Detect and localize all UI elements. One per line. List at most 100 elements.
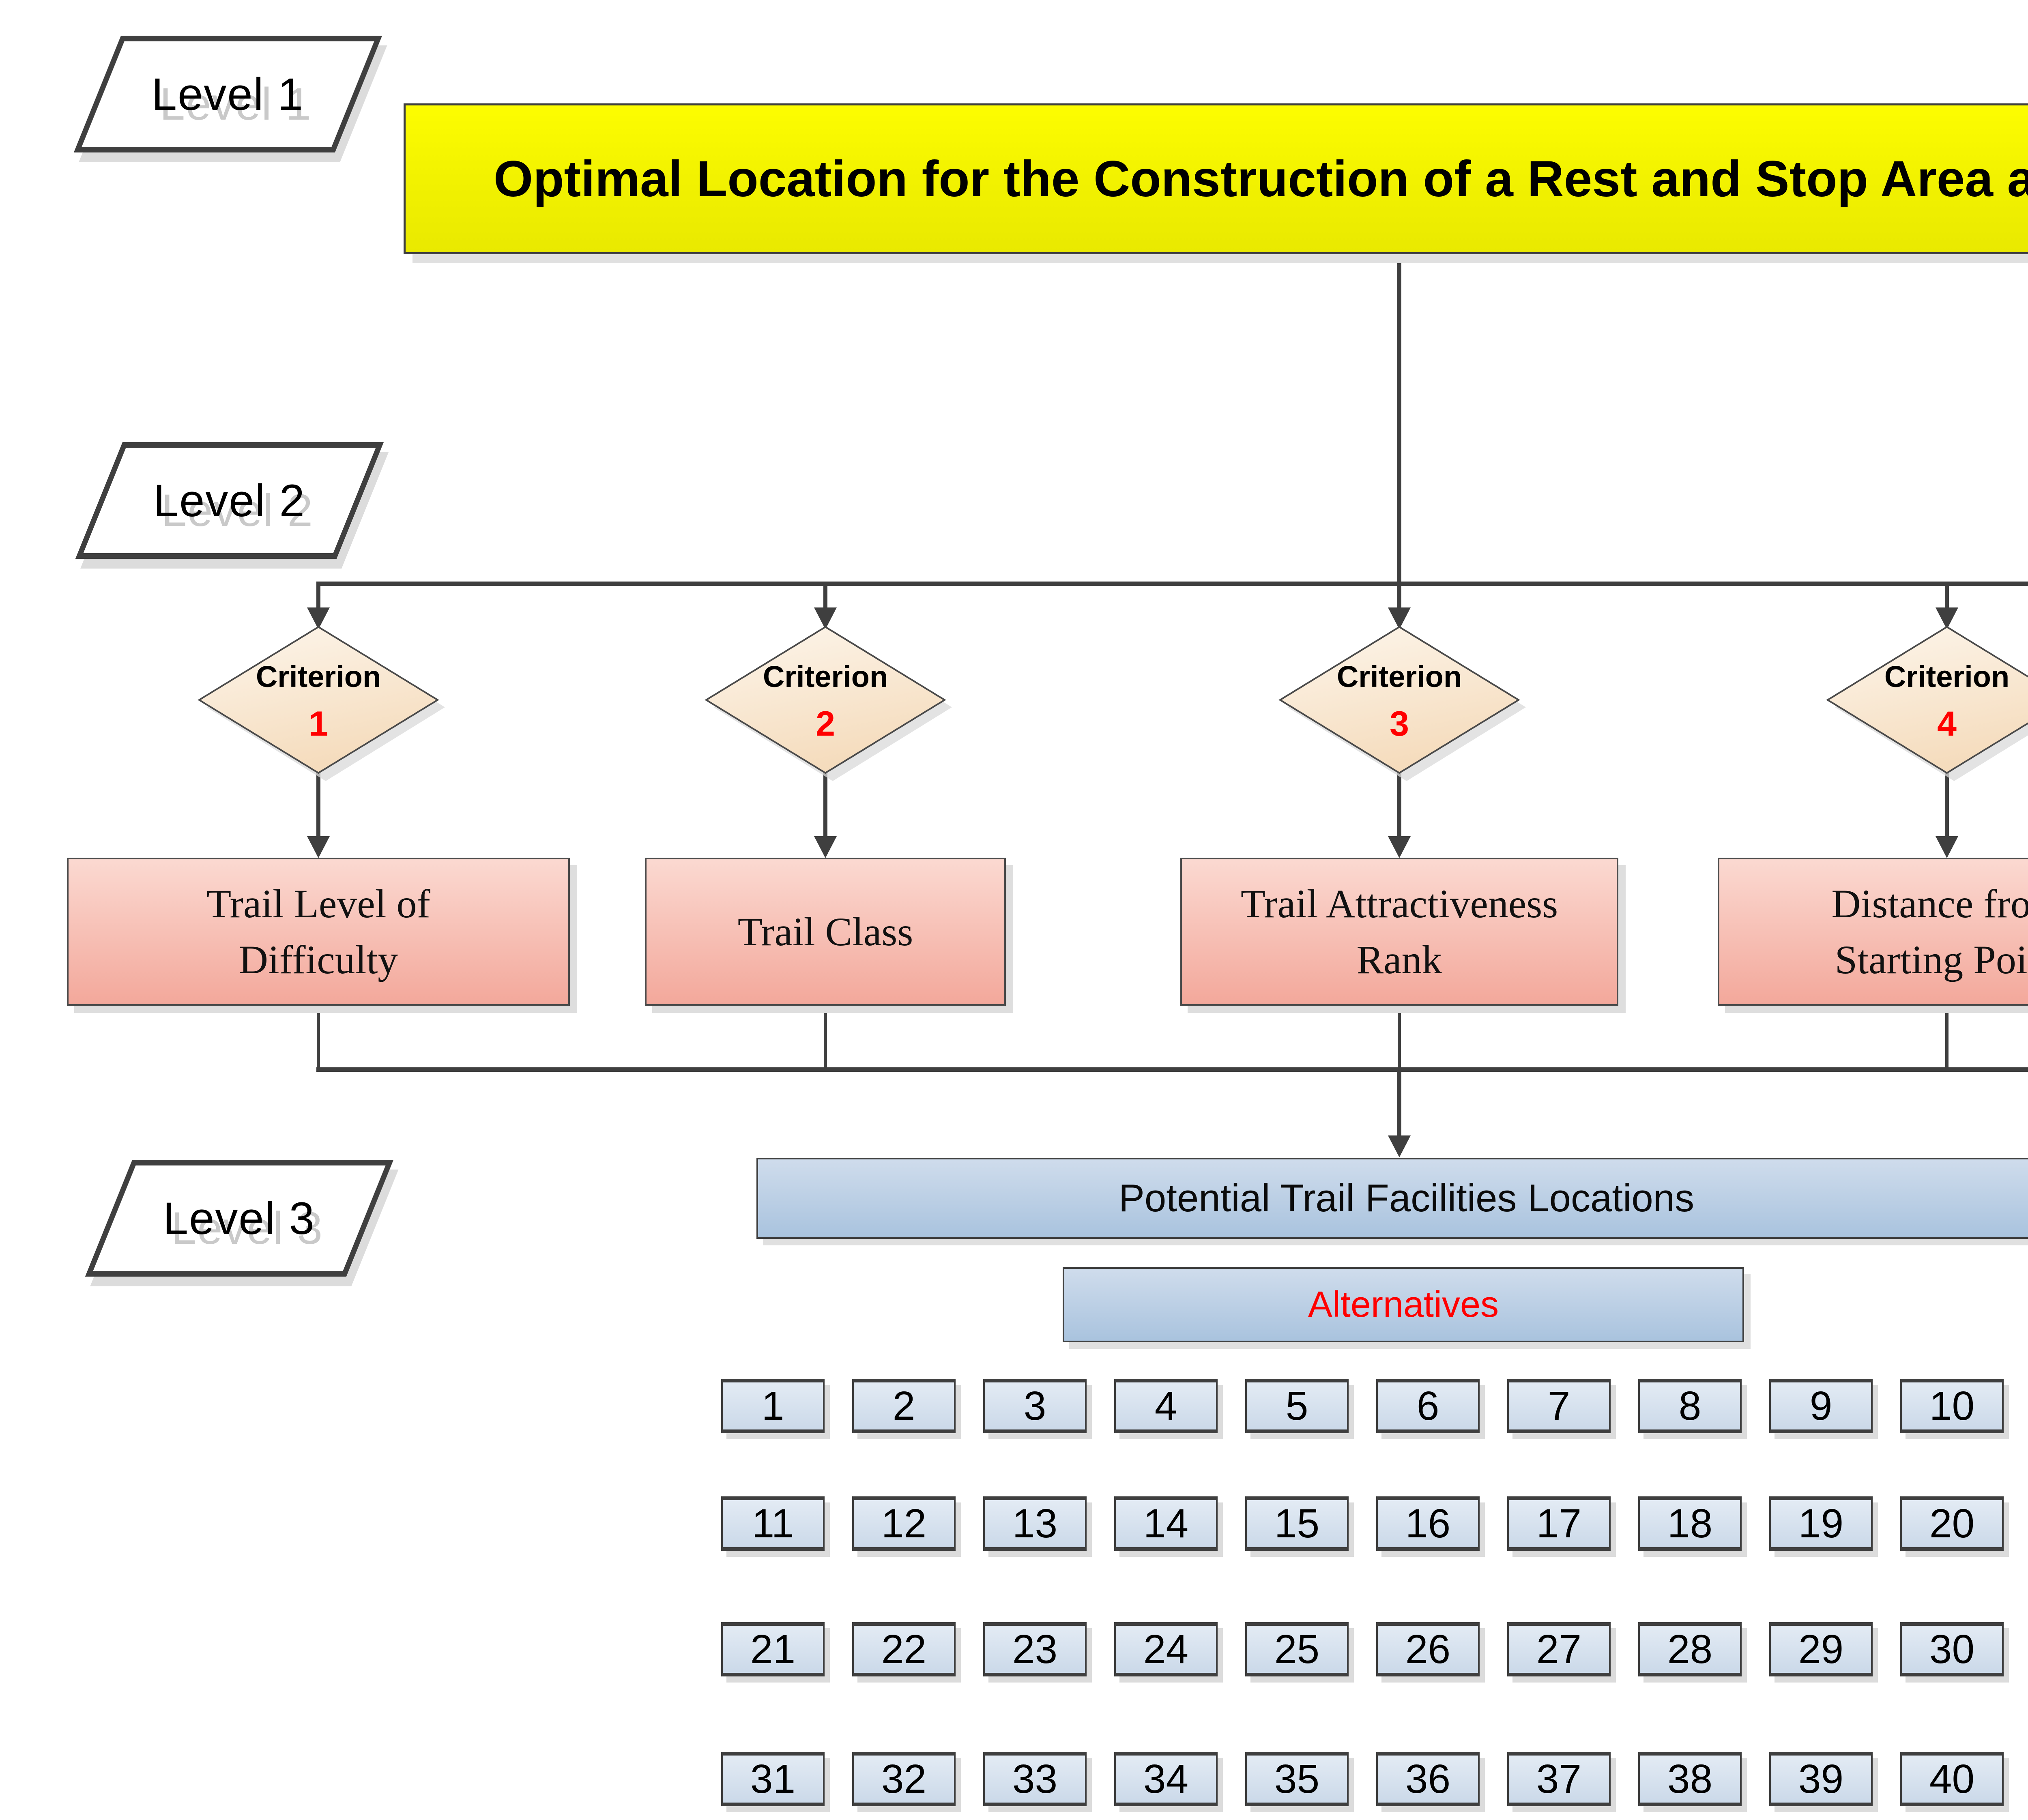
criterion-2-box-text: Trail Class bbox=[737, 909, 913, 954]
box-to-collector-stub-4 bbox=[1945, 1005, 1949, 1070]
diamond-to-box-stub-2 bbox=[823, 771, 827, 839]
alternative-box: 22 bbox=[852, 1622, 956, 1676]
alternative-box: 27 bbox=[1507, 1622, 1611, 1676]
criterion-1-box: Trail Level of Difficulty bbox=[67, 858, 570, 1006]
alternative-box: 20 bbox=[1900, 1496, 2004, 1551]
alternative-box: 34 bbox=[1114, 1752, 1218, 1806]
goal-drop-line bbox=[1397, 248, 1401, 584]
alternative-box: 32 bbox=[852, 1752, 956, 1806]
diamond-to-box-stub-3 bbox=[1397, 771, 1401, 839]
alternative-box: 18 bbox=[1638, 1496, 1742, 1551]
criterion-number: 2 bbox=[816, 704, 835, 743]
criterion-label: Criterion bbox=[1336, 660, 1462, 693]
box-to-collector-stub-2 bbox=[824, 1005, 827, 1070]
alternative-box: 13 bbox=[983, 1496, 1087, 1551]
alternative-box: 26 bbox=[1376, 1622, 1480, 1676]
locations-label: Potential Trail Facilities Locations bbox=[1118, 1176, 1695, 1220]
arrowhead-to-box-2 bbox=[814, 836, 837, 858]
criterion-2-diamond-shape bbox=[705, 626, 952, 781]
branch-stub-3 bbox=[1397, 584, 1401, 610]
criterion-1-box-text: Trail Level of Difficulty bbox=[206, 881, 430, 982]
branch-stub-2 bbox=[823, 584, 827, 610]
criteria-branch-line bbox=[316, 582, 2028, 586]
criterion-number: 1 bbox=[309, 704, 328, 743]
alternative-box: 14 bbox=[1114, 1496, 1218, 1551]
alternative-box: 5 bbox=[1245, 1379, 1349, 1433]
criterion-4-diamond: Criterion 4 bbox=[1825, 625, 2028, 781]
criterion-2-diamond: Criterion 2 bbox=[704, 625, 952, 781]
diamond-to-box-stub-1 bbox=[316, 771, 320, 839]
alternative-box: 38 bbox=[1638, 1752, 1742, 1806]
criterion-label: Criterion bbox=[1884, 660, 2010, 693]
criterion-4-box-text: Distance from Starting Point bbox=[1831, 881, 2028, 982]
level-3-label: Level 3 bbox=[163, 1193, 316, 1244]
criterion-2-box: Trail Class bbox=[645, 858, 1006, 1006]
diamond-face bbox=[1278, 626, 1520, 774]
diamond-to-box-stub-4 bbox=[1945, 771, 1949, 839]
criterion-3-diamond-shape bbox=[1278, 626, 1526, 781]
arrowhead-to-criterion-3 bbox=[1388, 607, 1411, 629]
alternative-box: 19 bbox=[1769, 1496, 1873, 1551]
alternative-box: 1 bbox=[721, 1379, 825, 1433]
alternative-box: 30 bbox=[1900, 1622, 2004, 1676]
criterion-1-diamond-shape bbox=[198, 626, 445, 781]
alternative-box: 11 bbox=[721, 1496, 825, 1551]
alternatives-box: Alternatives bbox=[1063, 1267, 1744, 1342]
level-1-tag: Level 1 bbox=[73, 36, 382, 152]
collector-drop-line bbox=[1397, 1070, 1401, 1138]
arrowhead-to-box-1 bbox=[307, 836, 330, 858]
box-to-collector-stub-3 bbox=[1398, 1005, 1401, 1070]
arrowhead-to-criterion-2 bbox=[814, 607, 837, 629]
criterion-number: 4 bbox=[1937, 704, 1957, 743]
criterion-label: Criterion bbox=[763, 660, 888, 693]
arrowhead-to-locations bbox=[1388, 1135, 1411, 1157]
alternative-box: 21 bbox=[721, 1622, 825, 1676]
arrowhead-to-criterion-4 bbox=[1936, 607, 1958, 629]
goal-title: Optimal Location for the Construction of… bbox=[493, 150, 2028, 207]
alternative-box: 7 bbox=[1507, 1379, 1611, 1433]
alternative-box: 39 bbox=[1769, 1752, 1873, 1806]
criterion-4-diamond-shape bbox=[1826, 626, 2028, 781]
criterion-number: 3 bbox=[1390, 704, 1409, 743]
criterion-label: Criterion bbox=[256, 660, 381, 693]
alternative-box: 31 bbox=[721, 1752, 825, 1806]
alternative-box: 36 bbox=[1376, 1752, 1480, 1806]
alternative-box: 6 bbox=[1376, 1379, 1480, 1433]
alternative-box: 17 bbox=[1507, 1496, 1611, 1551]
alternative-box: 16 bbox=[1376, 1496, 1480, 1551]
alternative-box: 33 bbox=[983, 1752, 1087, 1806]
branch-stub-4 bbox=[1945, 584, 1949, 610]
alternative-box: 23 bbox=[983, 1622, 1087, 1676]
alternative-box: 4 bbox=[1114, 1379, 1218, 1433]
arrowhead-to-criterion-1 bbox=[307, 607, 330, 629]
alternative-box: 25 bbox=[1245, 1622, 1349, 1676]
alternative-box: 35 bbox=[1245, 1752, 1349, 1806]
criterion-4-box: Distance from Starting Point bbox=[1718, 858, 2028, 1006]
level-2-tag: Level 2 bbox=[75, 442, 384, 559]
criterion-3-box: Trail Attractiveness Rank bbox=[1180, 858, 1618, 1006]
alternative-box: 9 bbox=[1769, 1379, 1873, 1433]
level-2-label: Level 2 bbox=[153, 475, 306, 526]
alternative-box: 2 bbox=[852, 1379, 956, 1433]
alternative-box: 10 bbox=[1900, 1379, 2004, 1433]
diamond-face bbox=[198, 626, 439, 774]
diamond-face bbox=[1826, 626, 2028, 774]
level-1-label: Level 1 bbox=[152, 69, 304, 120]
criterion-3-diamond: Criterion 3 bbox=[1278, 625, 1526, 781]
alternative-box: 8 bbox=[1638, 1379, 1742, 1433]
alternative-box: 40 bbox=[1900, 1752, 2004, 1806]
arrowhead-to-box-4 bbox=[1936, 836, 1958, 858]
alternative-box: 29 bbox=[1769, 1622, 1873, 1676]
box-to-collector-stub-1 bbox=[317, 1005, 320, 1070]
branch-stub-1 bbox=[316, 584, 320, 610]
criterion-1-diamond: Criterion 1 bbox=[197, 625, 445, 781]
alternatives-label: Alternatives bbox=[1308, 1284, 1499, 1325]
alternative-box: 15 bbox=[1245, 1496, 1349, 1551]
goal-box: Optimal Location for the Construction of… bbox=[404, 103, 2028, 254]
level-3-tag: Level 3 bbox=[85, 1160, 394, 1277]
criterion-3-box-text: Trail Attractiveness Rank bbox=[1240, 881, 1558, 982]
